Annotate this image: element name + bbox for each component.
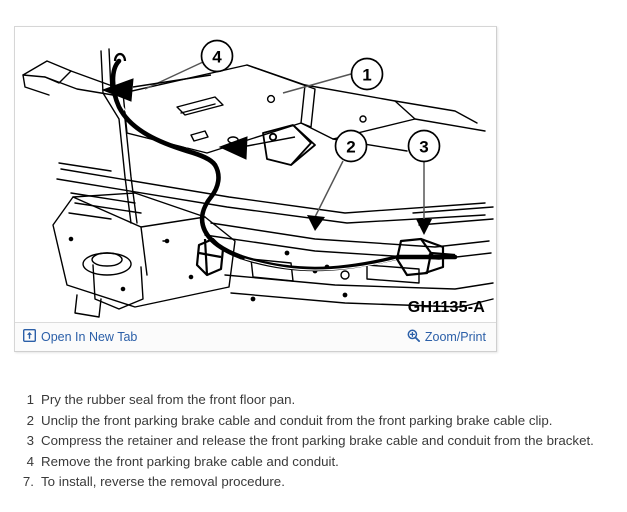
step-text: Remove the front parking brake cable and… bbox=[41, 453, 339, 469]
instruction-step: 4 Remove the front parking brake cable a… bbox=[0, 452, 627, 473]
parking-brake-cable-highlight bbox=[115, 64, 398, 271]
leader-line-1 bbox=[282, 73, 352, 94]
instruction-step: 3 Compress the retainer and release the … bbox=[0, 431, 627, 452]
zoom-print-label: Zoom/Print bbox=[424, 330, 486, 344]
figure-arrows bbox=[101, 74, 296, 160]
callout-label-2: 2 bbox=[346, 138, 355, 157]
step-number: 1 bbox=[26, 392, 34, 407]
step-text: Pry the rubber seal from the front floor… bbox=[41, 392, 296, 407]
callout-circle-4: 4 bbox=[200, 39, 234, 73]
callout-leader-arrowheads bbox=[307, 215, 432, 235]
step-number: 3 bbox=[26, 433, 34, 448]
callout-label-3: 3 bbox=[419, 138, 428, 157]
vehicle-underbody-linework bbox=[22, 48, 494, 318]
panel-toolbar: Open In New Tab Zoom/Print bbox=[15, 322, 496, 351]
callout-leader-lines bbox=[144, 61, 425, 221]
instruction-step: 2 Unclip the front parking brake cable a… bbox=[0, 411, 627, 432]
leader-line-2 bbox=[314, 160, 344, 218]
zoom-print-button[interactable]: Zoom/Print bbox=[407, 329, 486, 345]
arrow-right-lower bbox=[218, 136, 248, 160]
cable-retainer-bracket bbox=[395, 237, 456, 277]
front-parking-brake-cable-clip bbox=[195, 237, 225, 277]
instruction-list: 1 Pry the rubber seal from the front flo… bbox=[0, 390, 627, 493]
illustration-panel: 1 2 3 4 GH1135-A bbox=[14, 26, 497, 352]
rubber-seal bbox=[262, 124, 316, 166]
step-text: Compress the retainer and release the fr… bbox=[41, 433, 594, 448]
arrowhead-3 bbox=[416, 219, 432, 235]
leader-line-4 bbox=[144, 61, 204, 90]
open-in-new-tab-icon bbox=[22, 328, 37, 345]
figure-code-label: GH1135-A bbox=[407, 299, 485, 316]
callout-label-4: 4 bbox=[212, 48, 222, 67]
step-number: 4 bbox=[26, 453, 34, 469]
instruction-step: 7. To install, reverse the removal proce… bbox=[0, 472, 627, 493]
magnifier-plus-icon bbox=[407, 329, 420, 345]
step-number: 2 bbox=[26, 412, 34, 428]
instruction-step: 1 Pry the rubber seal from the front flo… bbox=[0, 390, 627, 411]
callout-circle-2: 2 bbox=[334, 129, 368, 163]
figure-area: 1 2 3 4 bbox=[15, 27, 496, 323]
callout-circle-1: 1 bbox=[350, 57, 384, 91]
callout-circle-3: 3 bbox=[407, 129, 441, 163]
open-in-new-tab-label: Open In New Tab bbox=[41, 330, 138, 344]
arrowhead-2 bbox=[307, 215, 325, 231]
step-number: 7. bbox=[22, 474, 34, 489]
open-in-new-tab-button[interactable]: Open In New Tab bbox=[22, 328, 138, 345]
callout-label-1: 1 bbox=[362, 66, 371, 85]
parking-brake-cable-diagram: 1 2 3 4 bbox=[15, 27, 496, 323]
cable-end-loop bbox=[113, 52, 127, 62]
arrow-left-upper bbox=[101, 78, 134, 102]
callout-circles: 1 2 3 4 bbox=[200, 39, 441, 163]
step-text: To install, reverse the removal procedur… bbox=[41, 474, 285, 489]
step-text: Unclip the front parking brake cable and… bbox=[41, 412, 553, 428]
